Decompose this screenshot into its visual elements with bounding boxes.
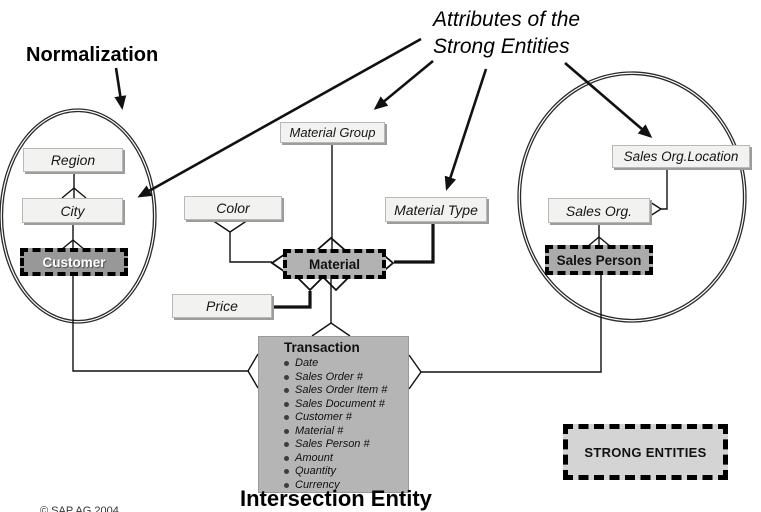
transaction-attribute-label: Sales Person # [295, 438, 370, 450]
intersection-entity-label: Intersection Entity [240, 486, 432, 511]
attribute-price: Price [172, 294, 272, 318]
transaction-attribute: Sales Document # [284, 398, 404, 412]
attributes-caption: Attributes of the Strong Entities [433, 6, 580, 60]
attribute-region: Region [23, 148, 123, 172]
caption-arrow-to-material-group [373, 59, 434, 110]
attribute-sales-org-location: Sales Org.Location [612, 145, 750, 168]
normalization-label: Normalization [26, 44, 159, 66]
transaction-attribute-label: Material # [295, 424, 344, 437]
entity-sales-person: Sales Person [545, 245, 653, 275]
transaction-attribute-label: Currency [295, 478, 340, 491]
connector-salesperson-transaction [408, 273, 602, 390]
entity-transaction: Transaction Date Sales Order # Sales Ord… [258, 336, 409, 493]
caption-arrow-to-salesorg-location [564, 62, 653, 138]
attribute-color: Color [184, 196, 282, 220]
connector-salesorg-salesperson [586, 223, 612, 248]
transaction-attribute-label: Customer # [295, 411, 352, 423]
transaction-attribute-label: Quantity [295, 465, 336, 477]
connector-materialgroup-material [315, 143, 347, 252]
bullet-icon [284, 415, 289, 421]
bullet-icon [284, 361, 289, 367]
transaction-attribute: Currency [284, 479, 404, 493]
connector-salesorglocation-salesorg [649, 168, 668, 217]
entity-material: Material [283, 249, 386, 279]
transaction-attribute: Sales Order Item # [284, 384, 404, 398]
connector-customer-transaction [72, 274, 259, 389]
bullet-icon [284, 388, 289, 394]
connector-region-city [61, 172, 87, 199]
transaction-attribute: Material # [284, 425, 404, 439]
transaction-attribute-label: Sales Document # [295, 397, 385, 410]
attributes-caption-line2: Strong Entities [433, 35, 570, 58]
material-bottom-diamonds [296, 276, 350, 292]
normalization-arrow [114, 67, 127, 110]
material-left-diamond [270, 251, 289, 275]
connector-price-material [273, 291, 312, 309]
connector-materialtype-material [394, 222, 435, 264]
bullet-icon [284, 482, 289, 488]
bullet-icon [284, 401, 289, 407]
caption-arrow-to-city [137, 37, 422, 198]
caption-arrow-to-material-type [444, 68, 488, 191]
attribute-city: City [22, 198, 123, 223]
connector-color-material [211, 219, 272, 263]
strong-entities-legend: STRONG ENTITIES [563, 424, 728, 480]
transaction-attribute-label: Amount [295, 451, 333, 464]
transaction-attribute: Quantity [284, 465, 404, 479]
copyright-label: © SAP AG 2004 [40, 505, 119, 512]
connector-material-transaction [311, 277, 351, 337]
attributes-caption-line1: Attributes of the [433, 8, 581, 31]
transaction-attribute: Sales Order # [284, 371, 404, 385]
transaction-title: Transaction [284, 340, 360, 355]
attribute-material-type: Material Type [385, 197, 487, 222]
bullet-icon [284, 442, 289, 448]
connector-city-customer [60, 223, 86, 251]
bullet-icon [284, 469, 289, 475]
attribute-sales-org: Sales Org. [548, 198, 650, 223]
transaction-attribute: Customer # [284, 411, 404, 425]
normalization-ellipse [0, 108, 157, 324]
bullet-icon [284, 428, 289, 434]
bullet-icon [284, 455, 289, 461]
transaction-attribute: Amount [284, 452, 404, 466]
bullet-icon [284, 374, 289, 380]
transaction-attribute: Date [284, 357, 404, 371]
attribute-material-group: Material Group [280, 122, 385, 143]
transaction-attribute-label: Date [295, 357, 319, 369]
transaction-attribute: Sales Person # [284, 438, 404, 452]
transaction-attribute-label: Sales Order Item # [295, 384, 388, 396]
strong-entity-ellipse [517, 71, 747, 323]
entity-customer: Customer [20, 248, 128, 276]
transaction-attribute-label: Sales Order # [295, 370, 363, 383]
